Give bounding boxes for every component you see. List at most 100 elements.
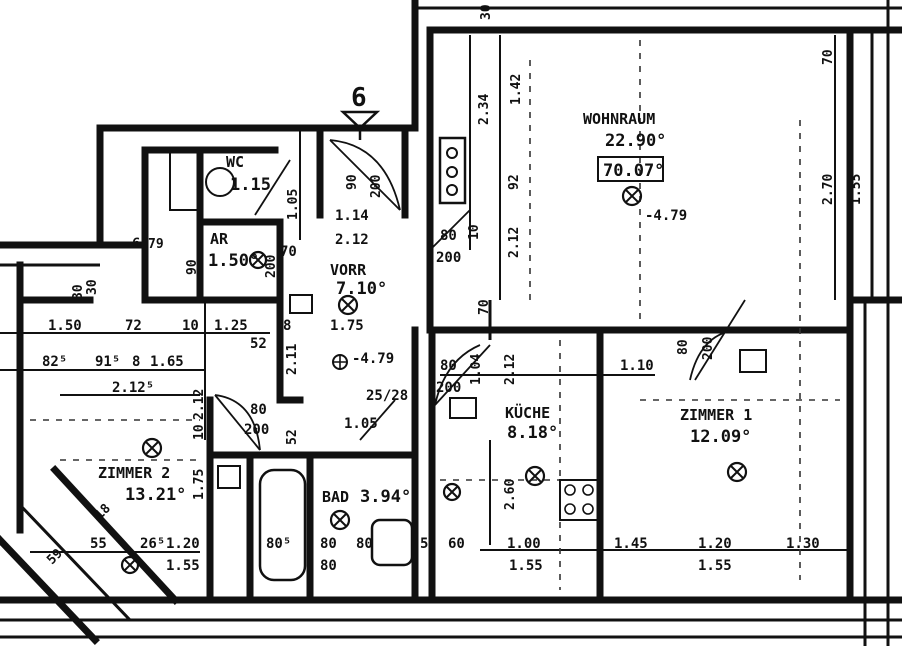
light-zimmer1-icon [726,461,748,483]
dim-text: 1.05 [344,416,378,432]
dim-text: 1.14 [335,208,369,224]
dim-text: 200 [369,174,384,198]
dim-text: 1.50 [48,318,82,334]
light-wohnraum-icon [621,185,643,207]
dim-text: 90 [345,174,360,190]
dim-text: 10 [192,424,207,440]
dim-text: 1.45 [614,536,648,552]
grid-lines [30,40,840,590]
level-marker-icon [332,354,348,370]
dim-text: 55 [90,536,107,552]
dim-text: 6 [132,236,140,252]
dimension-labels: 30 70 2.70 1.55 2.34 1.42 92 2.12 70 90 … [42,4,864,574]
dim-text: 5 [420,536,428,552]
dim-text: 1.04 [469,354,484,385]
dim-text: 26⁵ [140,536,165,552]
dim-text: 80 [440,228,457,244]
room-area-vorr: 7.10° [336,279,387,299]
dim-text: 2.11 [285,344,300,375]
dim-text: 2.12 [192,389,207,420]
dim-text: 79 [148,237,164,252]
dim-text: 92 [507,174,522,190]
dim-text: 8 [283,318,291,334]
dim-text: 80⁵ [266,536,291,552]
dim-text: 2.12 [335,232,369,248]
dim-text: 1.42 [509,74,524,105]
room-name-kueche: KÜCHE [505,403,550,422]
dim-text: 70 [280,244,297,260]
dim-text: 70 [821,49,836,65]
section-marker: 6 [339,83,381,140]
dim-text: 2.12⁵ [112,380,154,396]
fixtures [169,136,767,582]
dim-text: 200 [244,422,269,438]
dim-text: 25/28 [366,388,408,404]
dim-text: 80 [356,536,373,552]
ceiling-height-wohnraum: 70.07° [603,161,664,181]
room-name-zimmer2: ZIMMER 2 [98,464,170,482]
dim-text: 80 [320,536,337,552]
light-vorr-icon [337,294,359,316]
dim-text: 1.05 [286,189,301,220]
ceiling-height-box [597,156,664,182]
dim-text: 72 [125,318,142,334]
dim-text: 52 [250,336,267,352]
dim-text: 1.75 [192,469,207,500]
dim-text: 10 [182,318,199,334]
dim-text: 200 [436,250,461,266]
dim-text: 1.65 [150,354,184,370]
stove [438,136,467,205]
dim-text: 30 [479,4,494,20]
dim-text: 2.12 [507,227,522,258]
room-name-vorr: VORR [330,261,367,279]
dim-text: 10 [467,224,482,240]
level-vorr: -4.79 [352,351,394,367]
room-name-wohnraum: WOHNRAUM [583,110,655,128]
room-name-bad: BAD [322,488,349,506]
dim-text: 30 [71,284,86,300]
dim-text: 80 [440,358,457,374]
dim-text: 2.34 [477,94,492,125]
cooktop [559,479,599,521]
bathtub [258,468,307,582]
dim-text: 52 [285,429,300,445]
light-diag-icon [120,555,140,575]
room-name-ar: AR [210,230,229,248]
dim-text: 1.10 [620,358,654,374]
dim-text: 1.55 [509,558,543,574]
dim-text: 82⁵ [42,354,67,370]
dim-text: 1.00 [507,536,541,552]
dim-text: 18 [92,501,114,523]
dim-text: 91⁵ [95,354,120,370]
room-area-kueche: 8.18° [507,423,558,443]
light-kueche-icon [524,465,546,487]
dim-text: 60 [448,536,465,552]
light-ar-icon [248,250,268,270]
dim-text: 1.30 [786,536,820,552]
dim-text: 30 [85,279,100,295]
dim-text: 200 [701,336,716,360]
room-area-ar: 1.50° [208,251,259,271]
dim-text: 1.75 [330,318,364,334]
dim-text: 1.25 [214,318,248,334]
light-symbols [120,185,748,575]
dim-text: 1.20 [698,536,732,552]
dim-text: 1.55 [166,558,200,574]
dim-text: 200 [264,254,279,278]
light-kueche2-icon [442,482,462,502]
room-area-wc: 1.15 [230,175,271,195]
dim-text: 1.55 [849,174,864,205]
dim-text: 90 [185,259,200,275]
section-arrow-icon [339,110,381,130]
room-area-wohnraum: 22.90° [605,131,666,151]
dim-text: 70 [477,299,492,315]
dim-text: 80 [320,558,337,574]
dim-text: 1.20 [166,536,200,552]
door-swings [214,139,746,451]
room-name-wc: WC [226,153,244,171]
sink [370,518,414,567]
dim-text: 200 [436,380,461,396]
dimension-lines [0,35,850,553]
